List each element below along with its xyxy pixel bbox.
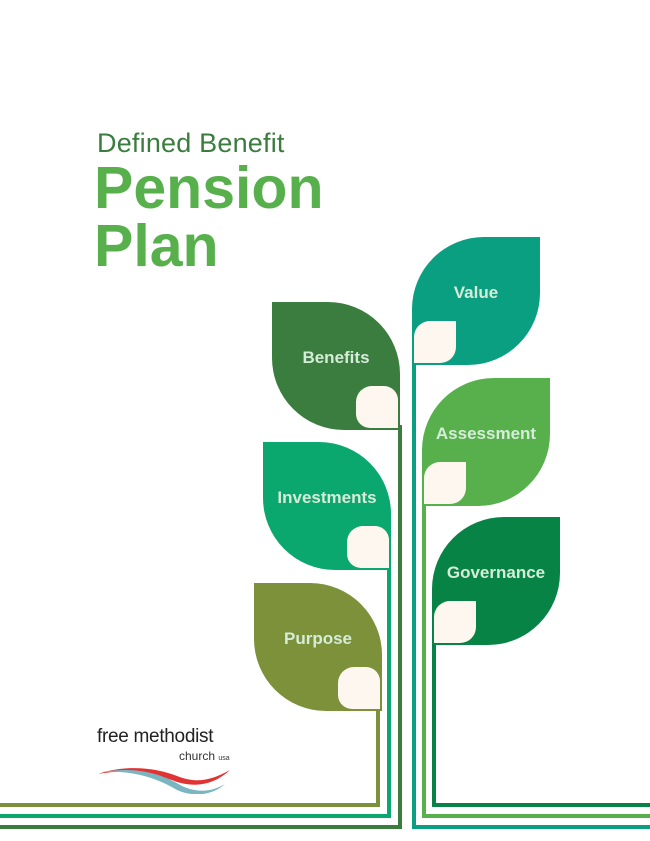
line-value	[412, 825, 650, 829]
stem-assessment	[422, 500, 426, 818]
leaf-label: Investments	[277, 488, 377, 507]
small-leaf-icon	[356, 386, 398, 428]
stem-governance	[432, 640, 436, 807]
title-line-1: Pension	[94, 155, 324, 221]
stem-purpose	[376, 705, 380, 807]
title-line-2: Plan	[94, 213, 219, 279]
small-leaf-icon	[424, 462, 466, 504]
line-benefits	[0, 825, 402, 829]
line-purpose	[0, 803, 380, 807]
leaf-label: Purpose	[283, 629, 353, 648]
line-assessment	[422, 814, 650, 818]
small-leaf-icon	[347, 526, 389, 568]
leaf-label: Benefits	[302, 348, 370, 367]
leaf-investments: Investments	[263, 442, 391, 570]
subtitle: Defined Benefit	[97, 128, 285, 158]
small-leaf-icon	[434, 601, 476, 643]
leaf-purpose: Purpose	[254, 583, 382, 711]
leaf-label: Value	[453, 283, 499, 302]
stem-value	[412, 360, 416, 829]
line-investments	[0, 814, 391, 818]
line-governance	[432, 803, 650, 807]
logo-church: church	[179, 749, 216, 763]
small-leaf-icon	[414, 321, 456, 363]
stem-investments	[387, 565, 391, 818]
leaf-governance: Governance	[432, 517, 560, 645]
stem-benefits	[398, 425, 402, 829]
leaf-label: Governance	[446, 563, 546, 582]
leaf-value: Value	[412, 237, 540, 365]
logo-name: free methodist	[97, 726, 214, 747]
leaf-assessment: Assessment	[422, 378, 550, 506]
leaf-label: Assessment	[435, 424, 537, 443]
logo-region: usa	[218, 755, 230, 762]
leaf-benefits: Benefits	[272, 302, 400, 430]
church-logo: free methodist church usa	[97, 726, 230, 794]
swoosh-icon	[98, 768, 230, 794]
logo-sub: church usa	[179, 749, 230, 766]
small-leaf-icon	[338, 667, 380, 709]
